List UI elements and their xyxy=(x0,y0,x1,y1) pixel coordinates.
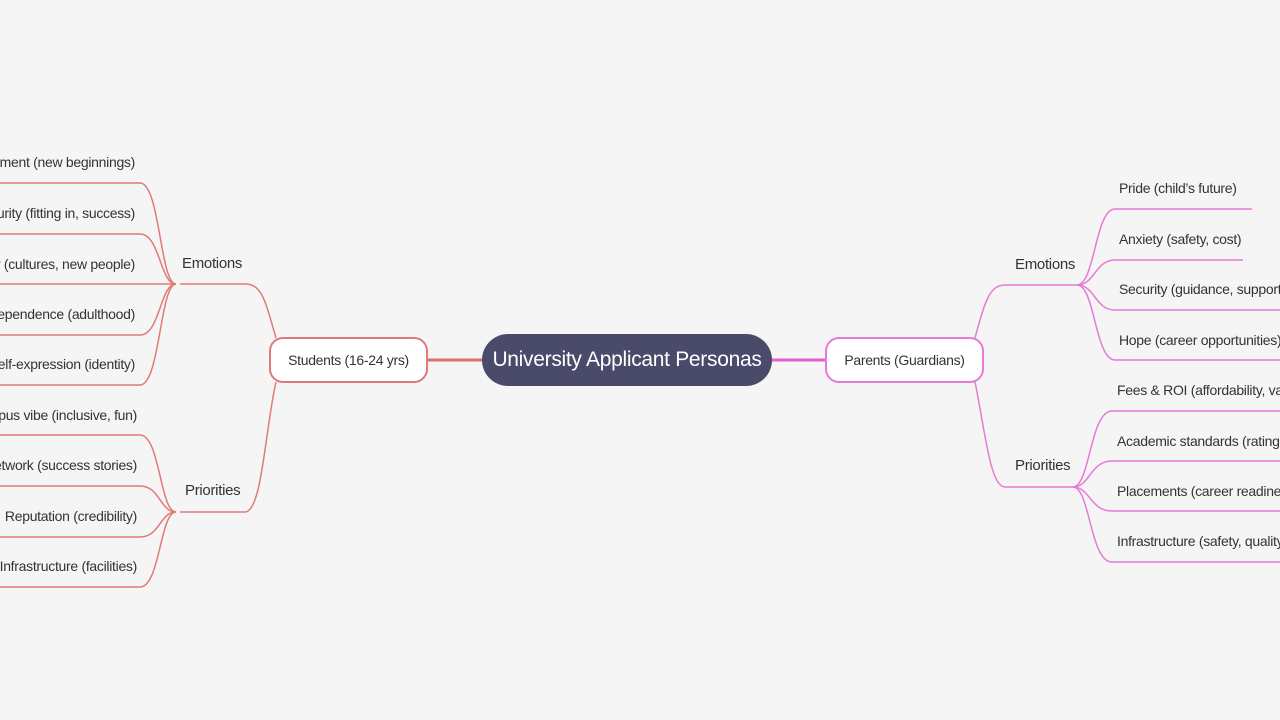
students-emotion-item[interactable]: Insecurity (fitting in, success) xyxy=(0,205,135,221)
parents-emotion-item[interactable]: Pride (child’s future) xyxy=(1119,180,1237,196)
parents-priority-connector xyxy=(1072,486,1280,512)
students-priority-item[interactable]: Reputation (credibility) xyxy=(4,508,137,524)
students-emotion-connector xyxy=(0,283,177,386)
parents-priority-connector xyxy=(1072,486,1280,563)
parents-emotion-item[interactable]: Security (guidance, support) xyxy=(1119,281,1280,297)
students-node[interactable]: Students (16-24 yrs) xyxy=(269,337,428,383)
root-topic[interactable]: University Applicant Personas xyxy=(482,334,772,386)
parents-priorities-branch[interactable]: Priorities xyxy=(1015,457,1071,474)
students-priorities-branch[interactable]: Priorities xyxy=(185,482,241,499)
students-emotion-connector xyxy=(0,283,177,336)
students-emotion-item[interactable]: Curiosity (cultures, new people) xyxy=(0,256,135,272)
students-emotion-connector xyxy=(0,182,177,285)
students-priority-item[interactable]: Campus vibe (inclusive, fun) xyxy=(0,407,137,423)
parents-node[interactable]: Parents (Guardians) xyxy=(825,337,984,383)
parents-emotion-connector xyxy=(1076,284,1280,361)
parents-emotion-connector xyxy=(1076,284,1280,311)
parents-emotion-item[interactable]: Hope (career opportunities) xyxy=(1119,332,1280,348)
students-node-label: Students (16-24 yrs) xyxy=(288,352,409,368)
students-emotions-branch[interactable]: Emotions xyxy=(182,255,243,272)
parents-priority-connector xyxy=(1072,460,1280,488)
parents-emotion-connector xyxy=(1076,259,1243,286)
students-priority-connector xyxy=(0,485,177,513)
students-emotion-connector xyxy=(0,233,177,285)
parents-priority-item[interactable]: Academic standards (rating) xyxy=(1117,433,1280,449)
students-emotion-item[interactable]: Excitement (new beginnings) xyxy=(0,154,135,170)
students-priority-item[interactable]: Alumni network (success stories) xyxy=(0,457,137,473)
students-priority-connector xyxy=(0,511,177,538)
students-priority-connector xyxy=(0,511,177,588)
parents-priorities-connector xyxy=(974,381,1073,488)
students-priority-item[interactable]: Infrastructure (facilities) xyxy=(0,558,137,574)
students-priorities-connector xyxy=(180,381,277,513)
parents-priority-item[interactable]: Fees & ROI (affordability, value) xyxy=(1117,382,1280,398)
parents-emotion-connector xyxy=(1076,208,1252,286)
parents-emotions-branch[interactable]: Emotions xyxy=(1015,256,1076,273)
students-priority-connector xyxy=(0,434,177,513)
root-topic-label: University Applicant Personas xyxy=(492,348,762,371)
parents-emotion-item[interactable]: Anxiety (safety, cost) xyxy=(1119,231,1242,247)
parents-priority-item[interactable]: Infrastructure (safety, quality) xyxy=(1117,533,1280,549)
students-emotions-connector xyxy=(180,283,277,339)
parents-node-label: Parents (Guardians) xyxy=(844,352,965,368)
parents-priority-connector xyxy=(1072,410,1280,488)
students-emotion-item[interactable]: Self-expression (identity) xyxy=(0,356,135,372)
parents-priority-item[interactable]: Placements (career readiness) xyxy=(1117,483,1280,499)
parents-emotions-connector xyxy=(974,284,1077,339)
students-emotion-item[interactable]: Independence (adulthood) xyxy=(0,306,135,322)
